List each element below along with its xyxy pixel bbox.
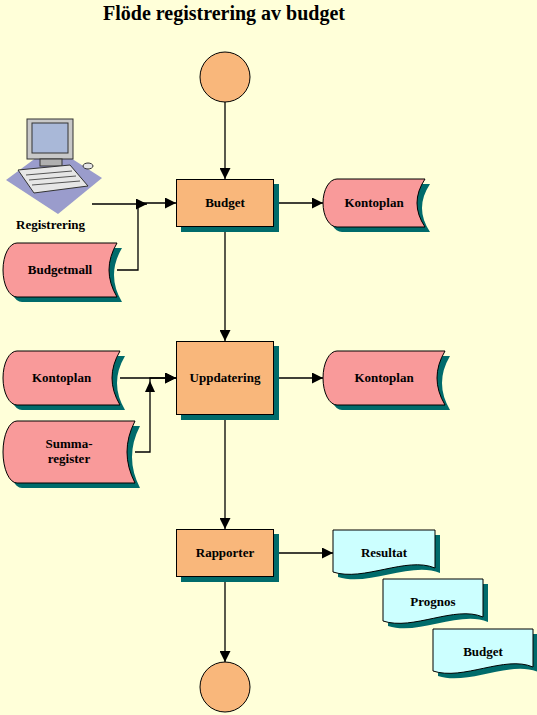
- document-shape: Budget: [433, 629, 533, 675]
- monitor-screen: [32, 123, 68, 153]
- data-store: Kontoplan: [323, 351, 445, 405]
- flow-arrow: [274, 552, 333, 553]
- keyboard: [18, 165, 88, 193]
- flow-arrow: [274, 202, 323, 203]
- node-text: Summa- register: [36, 437, 102, 467]
- process-box: Uppdatering: [176, 341, 274, 415]
- document-shape: Resultat: [333, 530, 435, 576]
- node-shape: [323, 351, 445, 405]
- node-text: Budgetmall: [28, 263, 92, 278]
- node-text: Kontoplan: [344, 196, 403, 211]
- start-circle: [200, 52, 250, 102]
- document-shape: Prognos: [383, 579, 483, 625]
- node-text: Kontoplan: [32, 371, 91, 386]
- keyboard-keys: [26, 171, 80, 185]
- node-shape: [333, 530, 435, 574]
- end-circle: [200, 662, 250, 712]
- node-shape: [383, 579, 483, 623]
- process-box: Budget: [176, 179, 274, 227]
- node-shape: [3, 421, 135, 483]
- data-store: Kontoplan: [3, 351, 120, 405]
- flow-line: [224, 102, 225, 179]
- flow-arrow: [224, 227, 225, 341]
- flow-arrow: [117, 203, 176, 270]
- node-shape: [433, 629, 533, 673]
- node-text: Budget: [205, 196, 245, 211]
- flow-arrow: [120, 377, 176, 378]
- process-box: Rapporter: [176, 529, 274, 577]
- node-text: Prognos: [410, 595, 455, 610]
- flow-arrow: [224, 415, 225, 529]
- node-text: Kontoplan: [354, 371, 413, 386]
- node-shape: [3, 351, 120, 405]
- flow-arrow: [135, 378, 176, 452]
- node-text: Rapporter: [196, 546, 255, 561]
- data-store: Summa- register: [3, 421, 135, 483]
- input-line: [92, 203, 147, 204]
- monitor-stand: [40, 159, 62, 166]
- merge-arrowhead: [145, 381, 155, 392]
- flow-arrow: [274, 377, 323, 378]
- node-shape: [323, 179, 425, 227]
- flow-line: [224, 577, 225, 662]
- illustration-label: Registrering: [16, 217, 85, 233]
- data-store: Kontoplan: [323, 179, 425, 227]
- node-text: Budget: [463, 645, 503, 660]
- mouse: [83, 163, 93, 169]
- monitor: [27, 119, 73, 159]
- node-shape: [3, 243, 117, 297]
- node-text: Uppdatering: [190, 371, 261, 386]
- diagram-title: Flöde registrering av budget: [0, 2, 448, 25]
- computer-illustration: [6, 119, 102, 214]
- data-store: Budgetmall: [3, 243, 117, 297]
- node-text: Resultat: [361, 546, 407, 561]
